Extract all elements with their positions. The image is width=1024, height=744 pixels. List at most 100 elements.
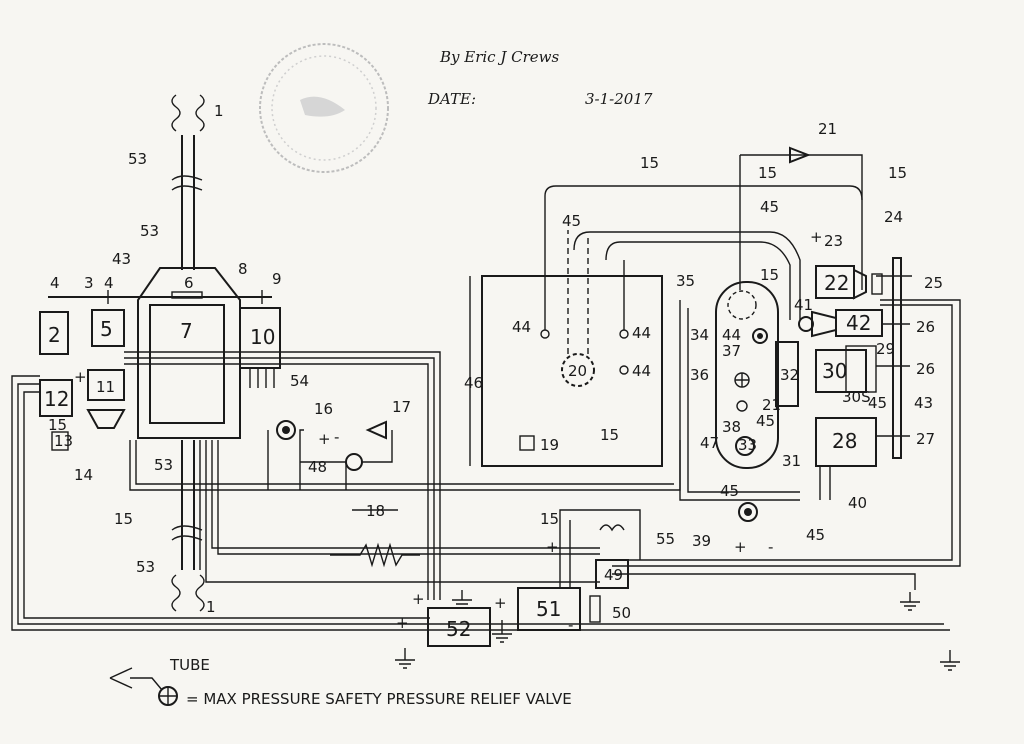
plus-52b: + (396, 614, 409, 632)
label-16: 16 (314, 400, 333, 418)
label-41: 41 (794, 296, 813, 314)
minus-48: - (334, 428, 339, 446)
component-14 (86, 409, 126, 429)
label-53a: 53 (128, 150, 147, 168)
label-28: 28 (832, 429, 857, 453)
polarity-marks: + - + + - + + + - + + (74, 228, 823, 634)
label-36: 36 (690, 366, 709, 384)
label-6: 6 (184, 274, 194, 292)
left-tube-assembly (171, 94, 207, 612)
label-45d: 45 (720, 482, 739, 500)
component-11 (87, 369, 125, 401)
minus-39: - (768, 538, 773, 556)
label-44d: 44 (722, 326, 741, 344)
label-53d: 53 (136, 558, 155, 576)
label-44b: 44 (632, 324, 651, 342)
date-label: DATE: (427, 90, 476, 108)
label-23: 23 (824, 232, 843, 250)
label-45b: 45 (760, 198, 779, 216)
plus-48: + (318, 430, 331, 448)
label-25: 25 (924, 274, 943, 292)
housing-8 (137, 267, 241, 439)
label-15-vessel: 15 (760, 266, 779, 284)
label-15-bottom: 15 (114, 510, 133, 528)
relief-valve-icon (158, 686, 178, 706)
plus-39: + (734, 538, 747, 556)
label-15-lower: 15 (540, 510, 559, 528)
label-34: 34 (690, 326, 709, 344)
component-16 (276, 420, 296, 440)
label-30: 30 (822, 359, 847, 383)
coil-55 (599, 524, 625, 532)
date-value: 3-1-2017 (585, 90, 653, 108)
label-45f: 45 (756, 412, 775, 430)
plus-52: + (412, 590, 425, 608)
label-26b: 26 (916, 360, 935, 378)
label-45e: 45 (806, 526, 825, 544)
component-2 (39, 311, 69, 355)
label-21: 21 (818, 120, 837, 138)
label-29: 29 (876, 340, 895, 358)
header: By Eric J Crews DATE: 3-1-2017 (427, 48, 653, 108)
label-52: 52 (446, 617, 471, 641)
label-33: 33 (738, 436, 757, 454)
label-21-vessel: 21 (762, 396, 781, 414)
label-18: 18 (366, 502, 385, 520)
component-10 (239, 307, 281, 369)
component-48 (345, 453, 363, 471)
label-1-bottom: 1 (206, 598, 216, 616)
label-49: 49 (604, 566, 623, 584)
component-12 (39, 379, 73, 417)
component-41 (798, 316, 814, 332)
label-46: 46 (464, 374, 483, 392)
label-2: 2 (48, 323, 61, 347)
label-43-right: 43 (914, 394, 933, 412)
label-4b: 4 (104, 274, 114, 292)
label-14: 14 (74, 466, 93, 484)
label-30s: 30S (842, 388, 871, 406)
plus-23: + (810, 228, 823, 246)
label-31: 31 (782, 452, 801, 470)
component-13 (51, 431, 69, 451)
component-32 (775, 341, 799, 407)
legend: TUBE = MAX PRESSURE SAFETY PRESSURE RELI… (109, 656, 572, 708)
label-39: 39 (692, 532, 711, 550)
label-37: 37 (722, 342, 741, 360)
component-17 (365, 420, 387, 440)
label-15-right: 15 (888, 164, 907, 182)
component-30 (815, 349, 867, 393)
label-47: 47 (700, 434, 719, 452)
label-42: 42 (846, 311, 871, 335)
label-15-mid: 15 (758, 164, 777, 182)
vessel-31 (715, 281, 779, 469)
resistor-18 (330, 542, 420, 568)
component-28 (815, 417, 877, 467)
label-5: 5 (100, 317, 113, 341)
label-15-left: 15 (48, 416, 67, 434)
component-52 (427, 607, 491, 647)
label-4a: 4 (50, 274, 60, 292)
component-49 (595, 559, 629, 589)
component-5 (91, 309, 125, 347)
label-7: 7 (180, 319, 193, 343)
plus-11: + (74, 368, 87, 386)
label-13: 13 (54, 432, 73, 450)
label-1-top: 1 (214, 102, 224, 120)
label-50: 50 (612, 604, 631, 622)
label-3: 3 (84, 274, 94, 292)
notary-seal (259, 43, 389, 173)
label-24: 24 (884, 208, 903, 226)
label-43-left: 43 (112, 250, 131, 268)
component-21-top (789, 146, 811, 164)
label-27: 27 (916, 430, 935, 448)
label-55: 55 (656, 530, 675, 548)
component-46-chamber (481, 275, 663, 467)
label-35: 35 (676, 272, 695, 290)
legend-tube-label: TUBE (169, 656, 210, 674)
label-26a: 26 (916, 318, 935, 336)
label-8: 8 (238, 260, 248, 278)
ground-symbols (395, 590, 960, 671)
label-17: 17 (392, 398, 411, 416)
